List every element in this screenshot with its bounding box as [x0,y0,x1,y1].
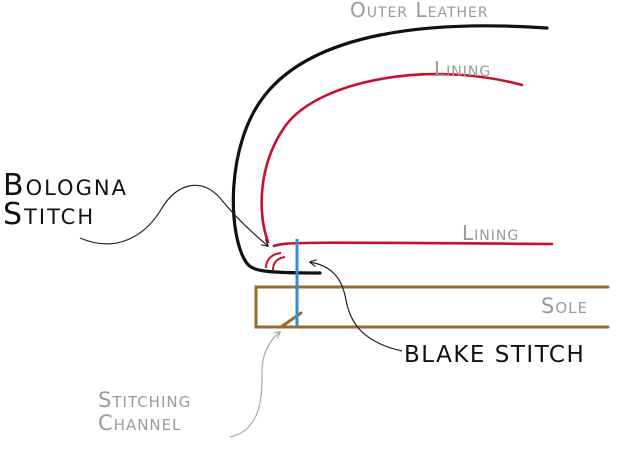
lining-mid-label: Lining [462,221,519,245]
stitching-channel-label-line1: Stitching [98,388,191,412]
bologna-stitch-marks [265,252,286,271]
sole-label: Sole [541,294,588,318]
blake-stitch-arrow [310,262,403,352]
outer-leather-line [231,24,549,275]
bologna-label-line1: Bologna [3,168,128,203]
blake-stitch-label: BLAKE STITCH [404,342,585,368]
lining-top-label: Lining [434,57,491,81]
stitching-channel-label-line2: Channel [98,411,181,435]
bologna-label-line2: Stitch [3,197,95,232]
outer-leather-label: Outer Leather [350,0,489,22]
stitching-channel-arrow [229,332,280,438]
upper-lining-line [260,72,524,244]
lower-lining-line [272,241,554,248]
bologna-stitch-arrow [79,184,268,246]
